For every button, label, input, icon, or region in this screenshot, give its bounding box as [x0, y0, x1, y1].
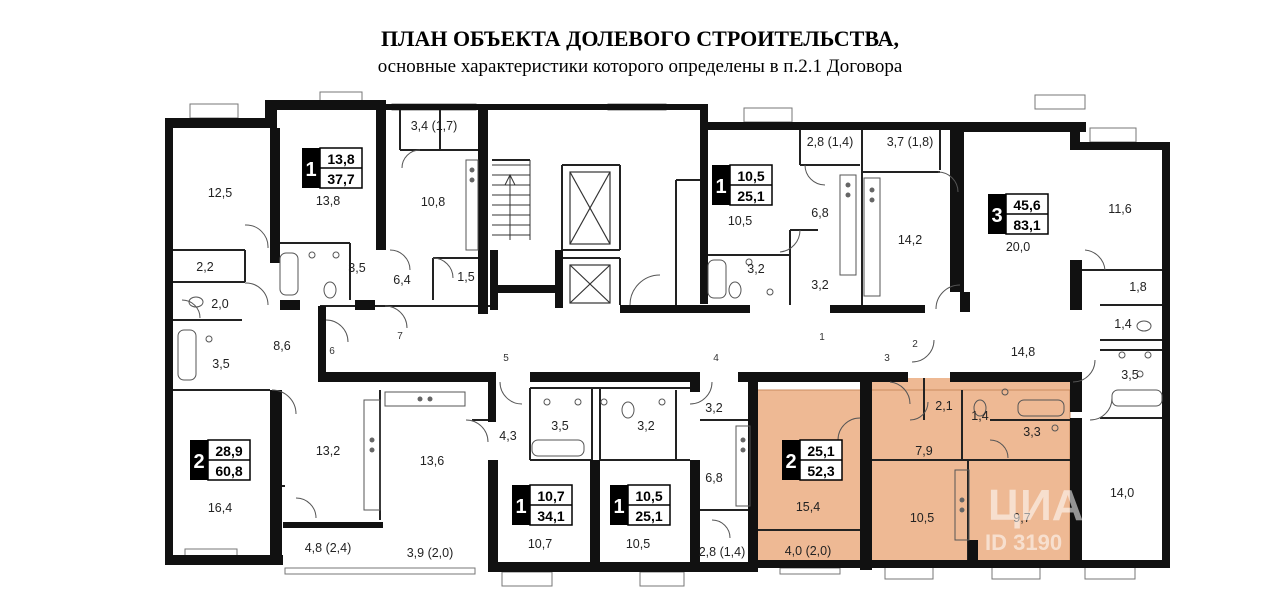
room-area: 3,4 (1,7): [411, 119, 458, 133]
room-area: 3,3: [1023, 425, 1040, 439]
apartment-rooms: 1: [613, 496, 624, 518]
apartment-rooms: 1: [305, 159, 316, 181]
room-area: 3,5: [551, 419, 568, 433]
room-area: 4,0 (2,0): [785, 544, 832, 558]
room-area: 8,6: [273, 339, 290, 353]
room-area: 6,8: [811, 206, 828, 220]
plan-title: ПЛАН ОБЪЕКТА ДОЛЕВОГО СТРОИТЕЛЬСТВА,: [380, 26, 900, 51]
watermark: ЦИАН ID 3190: [985, 481, 1115, 555]
room-area: 1,8: [1129, 280, 1146, 294]
apartment-living-area: 28,9: [215, 443, 242, 459]
room-area: 3,9 (2,0): [407, 546, 454, 560]
apartment-badge: 1 10,5 25,1: [610, 484, 671, 526]
apartment-total-area: 25,1: [635, 508, 662, 524]
apartment-rooms: 3: [991, 205, 1002, 227]
apartment-badge: 1 10,5 25,1: [712, 164, 773, 206]
door-number: 5: [503, 353, 509, 364]
room-area-labels: 12,5 2,2 2,0 3,5 8,6 13,8 3,5 3,4 (1,7) …: [196, 119, 1146, 560]
stove-burners: [369, 167, 965, 513]
room-area: 1,4: [971, 409, 988, 423]
apartment-badge: 1 13,8 37,7: [302, 147, 363, 189]
apartment-living-area: 25,1: [807, 443, 834, 459]
apartment-living-area: 10,5: [737, 168, 764, 184]
watermark-id: ID 3190: [985, 530, 1062, 555]
room-area: 10,7: [528, 537, 552, 551]
apartment-total-area: 60,8: [215, 463, 242, 479]
bathroom-fixtures: [177, 251, 1163, 457]
room-area: 3,2: [705, 401, 722, 415]
room-area: 3,7 (1,8): [887, 135, 934, 149]
room-area: 2,8 (1,4): [699, 545, 746, 559]
room-area: 6,8: [705, 471, 722, 485]
apartment-living-area: 13,8: [327, 151, 354, 167]
room-area: 20,0: [1006, 240, 1030, 254]
door-number: 3: [884, 353, 890, 364]
apartment-total-area: 34,1: [537, 508, 564, 524]
room-area: 2,0: [211, 297, 228, 311]
door-number: 6: [329, 346, 335, 357]
apartment-badge: 3 45,6 83,1: [988, 193, 1049, 235]
stairwell: [492, 160, 531, 240]
apartment-rooms: 1: [715, 176, 726, 198]
room-area: 9,7: [1013, 511, 1030, 525]
apartment-rooms: 1: [515, 496, 526, 518]
structural-walls: [165, 100, 1170, 572]
room-area: 11,6: [1108, 202, 1131, 216]
apartment-total-area: 37,7: [327, 171, 354, 187]
door-number: 4: [713, 353, 719, 364]
room-area: 10,8: [421, 195, 445, 209]
room-area: 14,0: [1110, 486, 1134, 500]
room-area: 4,8 (2,4): [305, 541, 352, 555]
room-area: 2,2: [196, 260, 213, 274]
room-area: 10,5: [728, 214, 752, 228]
room-area: 2,8 (1,4): [807, 135, 854, 149]
room-area: 7,9: [915, 444, 932, 458]
room-area: 14,2: [898, 233, 922, 247]
room-area: 4,3: [499, 429, 516, 443]
interior-walls: [168, 110, 1168, 565]
room-area: 10,5: [626, 537, 650, 551]
apartment-total-area: 25,1: [737, 188, 764, 204]
room-area: 13,2: [316, 444, 340, 458]
apartment-rooms: 2: [785, 451, 796, 473]
door-swings: [181, 149, 1113, 539]
apartment-living-area: 45,6: [1013, 197, 1040, 213]
kitchen-counters: [363, 159, 970, 541]
door-number: 7: [397, 331, 403, 342]
room-area: 10,5: [910, 511, 934, 525]
room-area: 3,5: [212, 357, 229, 371]
plan-subtitle: основные характеристики которого определ…: [377, 56, 903, 77]
room-area: 3,5: [1121, 368, 1138, 382]
room-area: 15,4: [796, 500, 820, 514]
room-area: 3,2: [747, 262, 764, 276]
door-number: 1: [819, 332, 825, 343]
elevator-2: [569, 264, 611, 304]
apartment-living-area: 10,7: [537, 488, 564, 504]
room-area: 13,6: [420, 454, 444, 468]
room-area: 13,8: [316, 194, 340, 208]
apartment-living-area: 10,5: [635, 488, 662, 504]
room-area: 16,4: [208, 501, 232, 515]
door-number: 2: [912, 339, 918, 350]
apartment-total-area: 52,3: [807, 463, 834, 479]
apartment-total-area: 83,1: [1013, 217, 1040, 233]
apartment-badge-highlighted: 2 25,1 52,3: [782, 439, 843, 481]
room-area: 1,5: [457, 270, 474, 284]
room-area: 12,5: [208, 186, 232, 200]
room-area: 2,1: [935, 399, 952, 413]
apartment-badge: 2 28,9 60,8: [190, 439, 251, 481]
room-area: 6,4: [393, 273, 410, 287]
room-area: 14,8: [1011, 345, 1035, 359]
room-area: 3,5: [348, 261, 365, 275]
watermark-logo: ЦИАН: [988, 481, 1115, 530]
apartment-badge: 1 10,7 34,1: [512, 484, 573, 526]
room-area: 3,2: [811, 278, 828, 292]
apartment-rooms: 2: [193, 451, 204, 473]
room-area: 1,4: [1114, 317, 1131, 331]
elevator-1: [569, 171, 611, 245]
room-area: 3,2: [637, 419, 654, 433]
door-numbers: 1 2 3 4 5 6 7: [329, 331, 918, 364]
